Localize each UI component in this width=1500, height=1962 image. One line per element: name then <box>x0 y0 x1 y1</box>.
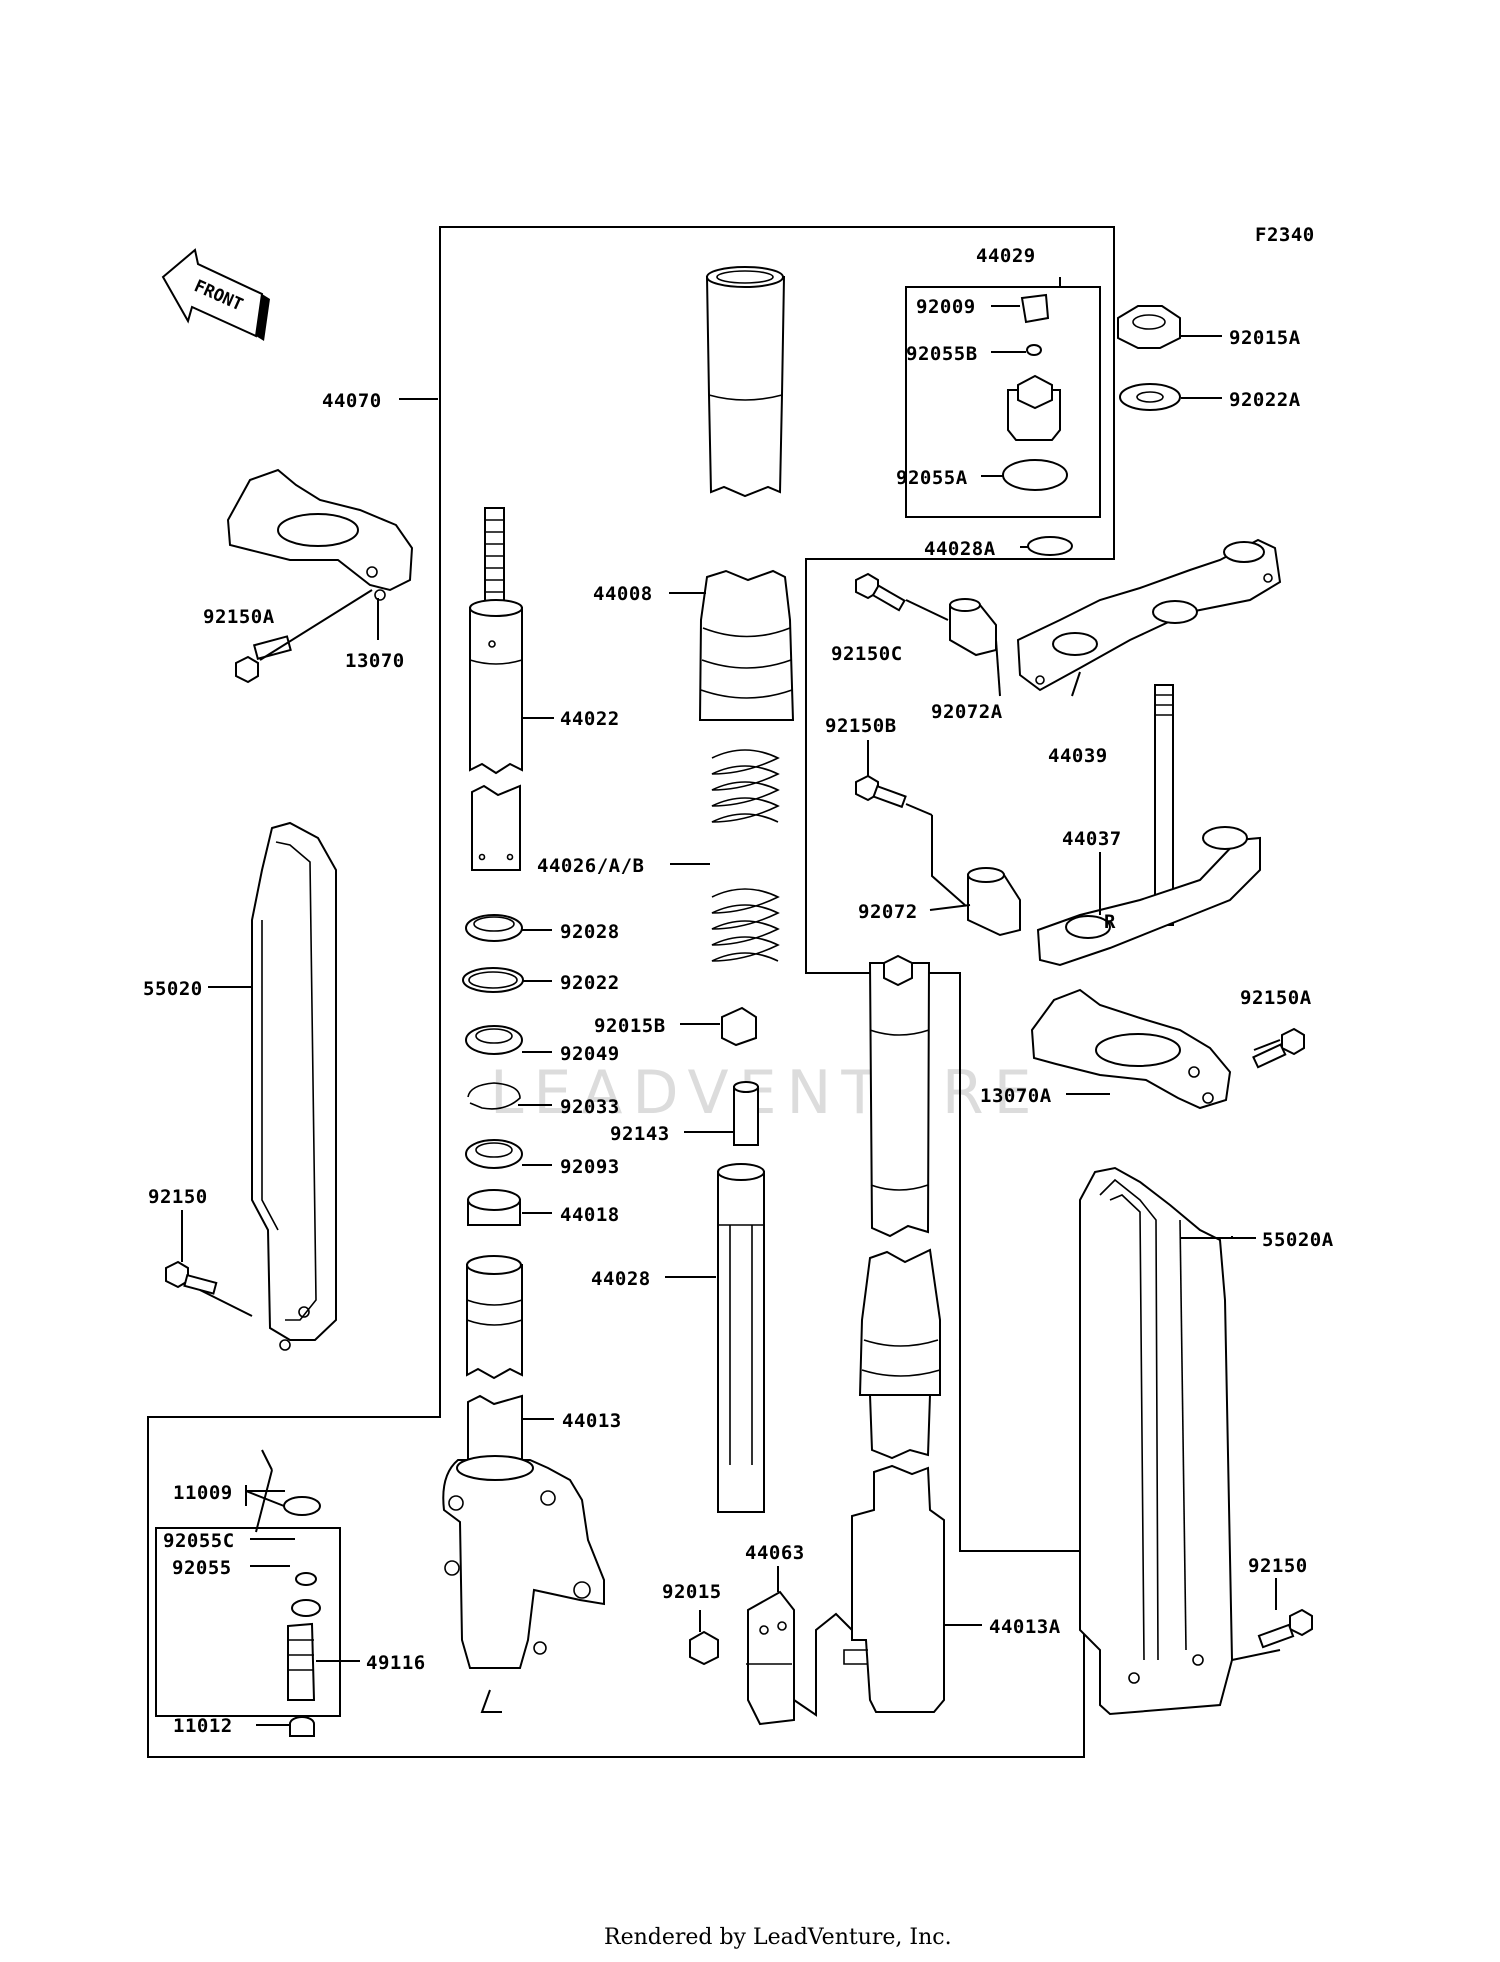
callout-92015A: 92015A <box>1229 327 1301 349</box>
callout-92055C: 92055C <box>163 1530 235 1552</box>
bushing-upper <box>466 1255 523 1380</box>
bracket-mark: R <box>1104 911 1116 933</box>
callouts: 44029 92009 92055B 92055A 44028A 92015A … <box>143 245 1334 1737</box>
bolt-92150A-right <box>1252 1027 1305 1069</box>
callout-92033: 92033 <box>560 1096 620 1118</box>
callout-92150C: 92150C <box>831 643 903 665</box>
cap-assembly-44029 <box>1002 293 1068 491</box>
bolt-92150B <box>855 774 907 809</box>
callout-92150A-top: 92150A <box>203 606 275 628</box>
diagram-code: F2340 <box>1255 224 1315 246</box>
callout-92072: 92072 <box>858 901 918 923</box>
callout-55020A: 55020A <box>1262 1229 1334 1251</box>
seal-92093 <box>465 1139 523 1169</box>
lower-leg-44013A <box>843 954 945 1713</box>
callout-92028: 92028 <box>560 921 620 943</box>
plug-11012 <box>289 1716 315 1737</box>
callout-92150A-right: 92150A <box>1240 987 1312 1009</box>
holder-13070 <box>226 468 414 601</box>
callout-92022: 92022 <box>560 972 620 994</box>
callout-92093: 92093 <box>560 1156 620 1178</box>
callout-92055B: 92055B <box>906 343 978 365</box>
clip-92033 <box>467 1082 521 1110</box>
callout-49116: 49116 <box>366 1652 426 1674</box>
callout-44008: 44008 <box>593 583 653 605</box>
collar-92143 <box>733 1081 759 1146</box>
nut-92015 <box>689 1630 719 1666</box>
callout-44013: 44013 <box>562 1410 622 1432</box>
bolt-92150-left <box>165 1260 218 1295</box>
callout-92055: 92055 <box>172 1557 232 1579</box>
bolt-92150C <box>855 572 906 612</box>
callout-44013A: 44013A <box>989 1616 1061 1638</box>
callout-44028A: 44028A <box>924 538 996 560</box>
callout-44063: 44063 <box>745 1542 805 1564</box>
fork-guard-55020A <box>1079 1166 1234 1716</box>
ring-92028 <box>465 914 523 942</box>
footer-credit: Rendered by LeadVenture, Inc. <box>604 1925 952 1950</box>
callout-92072A: 92072A <box>931 701 1003 723</box>
oring-11009 <box>283 1496 321 1516</box>
callout-11012: 11012 <box>173 1715 233 1737</box>
lower-leg-44013 <box>442 1394 605 1669</box>
callout-92150-left: 92150 <box>148 1186 208 1208</box>
cylinder-44022 <box>469 507 523 871</box>
fork-guard-55020 <box>251 821 337 1351</box>
callout-44039: 44039 <box>1048 745 1108 767</box>
callout-92022A: 92022A <box>1229 389 1301 411</box>
callout-92143: 92143 <box>610 1123 670 1145</box>
seal-92049 <box>465 1025 523 1055</box>
valve-49116 <box>287 1572 321 1701</box>
holder-13070A <box>1030 988 1232 1110</box>
callout-11009: 11009 <box>173 1482 233 1504</box>
bushing-44018 <box>467 1189 521 1226</box>
bushing-92072A <box>949 598 997 657</box>
callout-44026AB: 44026/A/B <box>537 855 644 877</box>
rod-44028 <box>717 1163 765 1513</box>
bushing-92072 <box>967 867 1021 937</box>
clamp-44063 <box>746 1590 795 1726</box>
ring-92022 <box>462 967 524 993</box>
watermark: LEADVENTURE <box>490 1058 1042 1128</box>
callout-13070: 13070 <box>345 650 405 672</box>
callout-92055A: 92055A <box>896 467 968 489</box>
nut-92015B <box>721 1006 757 1047</box>
callout-92150B: 92150B <box>825 715 897 737</box>
spring-44026 <box>711 749 780 962</box>
callout-44070: 44070 <box>322 390 382 412</box>
assembly-outline-main <box>147 226 1115 1758</box>
front-arrow-icon: FRONT <box>161 248 270 341</box>
callout-44028: 44028 <box>591 1268 651 1290</box>
stem-bracket-44037: R <box>1036 684 1261 967</box>
callout-92150-right: 92150 <box>1248 1555 1308 1577</box>
callout-92049: 92049 <box>560 1043 620 1065</box>
callout-92009: 92009 <box>916 296 976 318</box>
nut-92015A <box>1117 305 1181 349</box>
subassembly-box-49116 <box>155 1527 341 1717</box>
callout-55020: 55020 <box>143 978 203 1000</box>
upper-bracket-44039 <box>1016 538 1282 692</box>
leader-lines <box>181 277 1281 1726</box>
subassembly-box-44029 <box>905 286 1101 518</box>
callout-13070A: 13070A <box>980 1085 1052 1107</box>
washer-44028A <box>1027 536 1073 556</box>
callout-44018: 44018 <box>560 1204 620 1226</box>
bolt-92150-right <box>1257 1608 1313 1649</box>
callout-44029: 44029 <box>976 245 1036 267</box>
callout-92015B: 92015B <box>594 1015 666 1037</box>
washer-92022A <box>1119 383 1181 411</box>
callout-44037: 44037 <box>1062 828 1122 850</box>
callout-92015: 92015 <box>662 1581 722 1603</box>
callout-44022: 44022 <box>560 708 620 730</box>
outer-tube-44008 <box>698 266 795 721</box>
bolt-92150A-top <box>235 635 292 684</box>
